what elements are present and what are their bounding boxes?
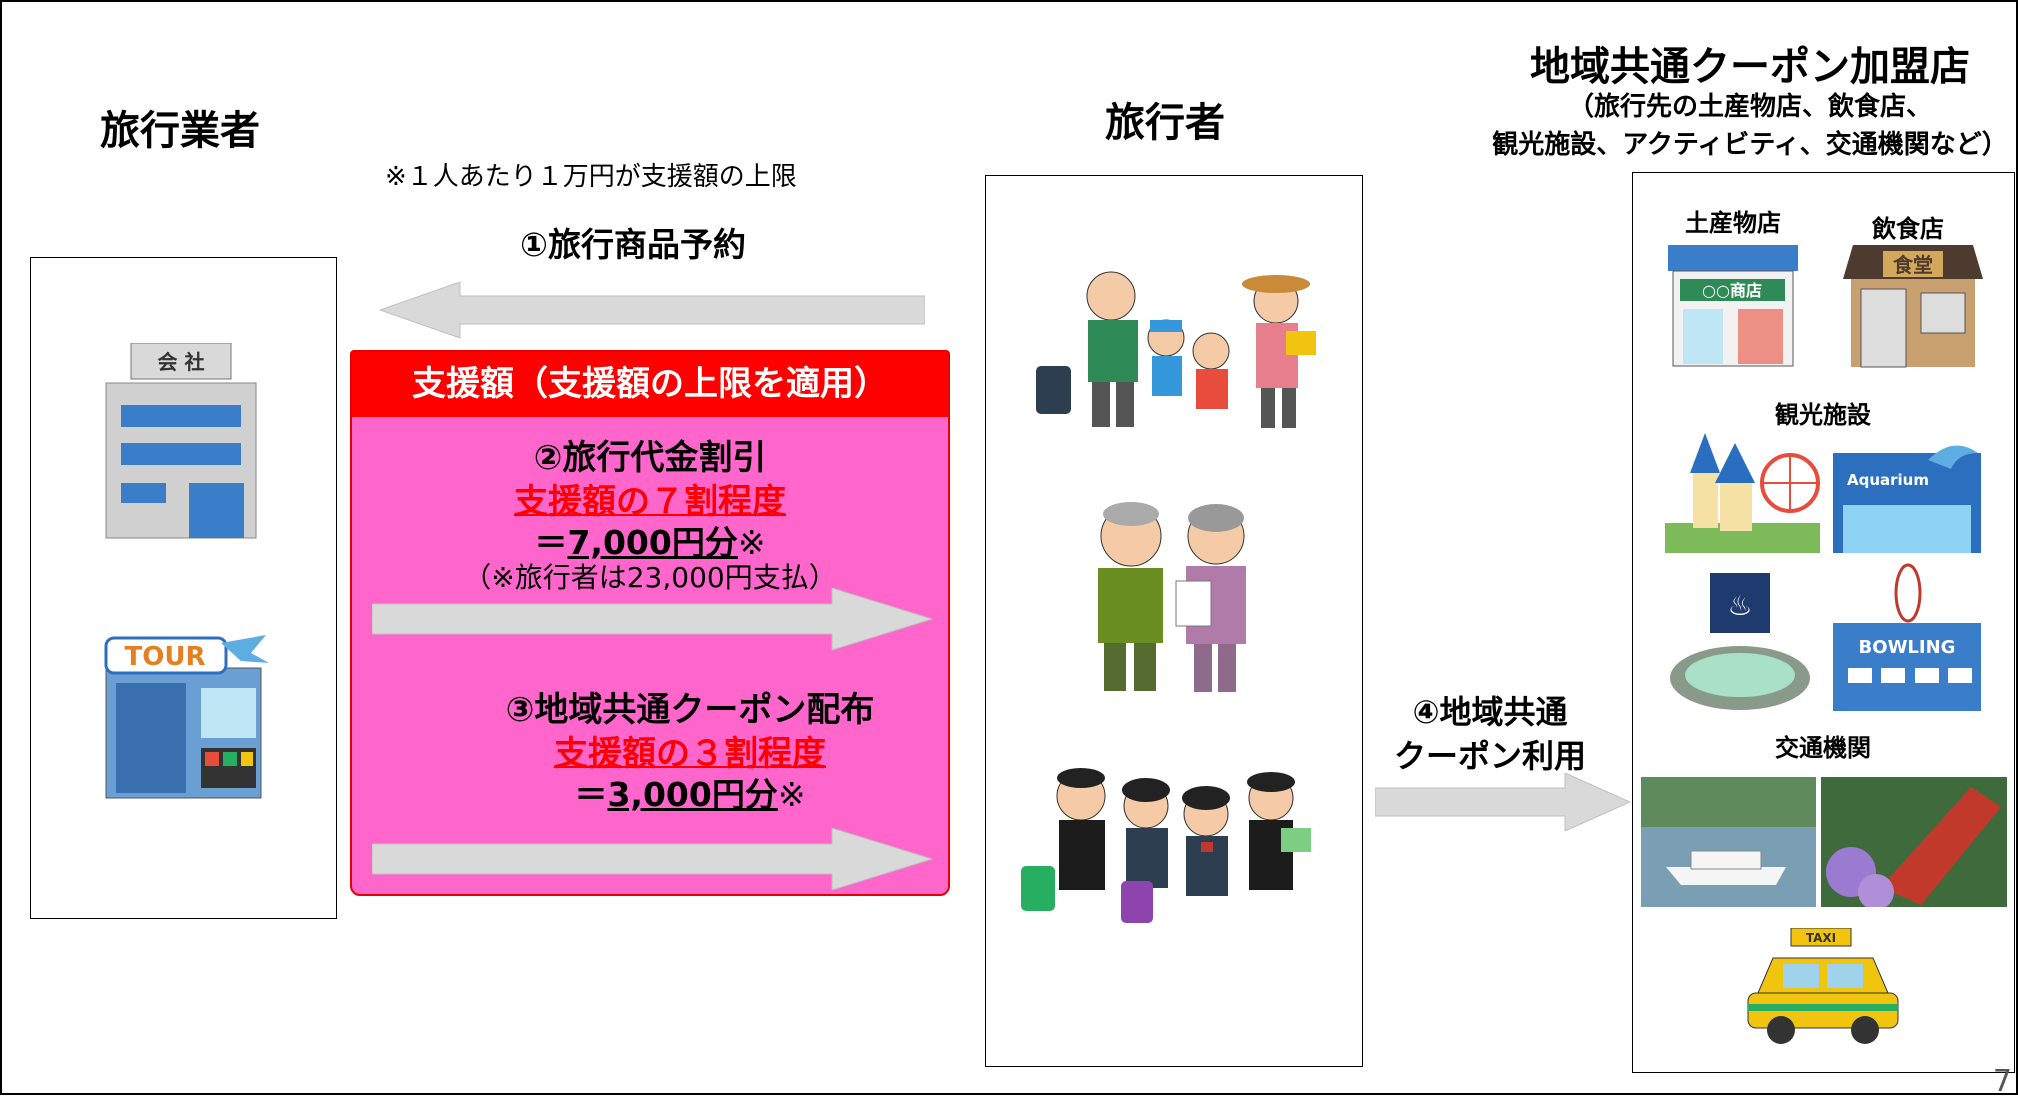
svg-text:BOWLING: BOWLING [1859, 637, 1956, 658]
step3-ratio: 支援額の３割程度 [554, 734, 826, 774]
coupon-arrow [372, 828, 932, 890]
step2-mark: ※ [737, 523, 766, 562]
restaurant-label: 飲食店 [1872, 215, 1944, 243]
shops-box: 土産物店 飲食店 ○○商店 食堂 観光施設 Aquarium [1632, 172, 2015, 1073]
elderly-travelers-icon [1098, 502, 1246, 692]
coupon-use-arrow [1375, 773, 1630, 831]
reservation-arrow [380, 282, 925, 338]
traveler-title: 旅行者 [1105, 100, 1225, 146]
step2-amount-line: ＝7,000円分※ [352, 516, 948, 564]
train-photo [1821, 777, 2007, 907]
hot-spring-icon: ♨ [1670, 573, 1810, 710]
support-panel-header: 支援額（支援額の上限を適用） [352, 352, 948, 417]
tour-office-icon: TOUR [104, 635, 269, 799]
step2-ratio-line: 支援額の７割程度 [352, 474, 948, 523]
svg-text:♨: ♨ [1727, 589, 1752, 622]
step3-ratio-line: 支援額の３割程度 [392, 726, 988, 775]
page-number: 7 [1992, 1064, 2012, 1099]
souvenir-label: 土産物店 [1685, 209, 1781, 237]
bowling-icon: BOWLING [1833, 563, 1981, 711]
step4-label: ④地域共通 クーポン利用 [1380, 690, 1600, 778]
svg-text:食堂: 食堂 [1893, 253, 1933, 277]
agency-title: 旅行業者 [100, 108, 260, 154]
svg-text:○○商店: ○○商店 [1702, 281, 1762, 300]
limit-note: ※１人あたり１万円が支援額の上限 [385, 162, 797, 192]
student-travelers-icon [1021, 768, 1311, 923]
step2-amount: 7,000円分 [567, 523, 738, 562]
step3-eq: ＝ [574, 775, 608, 814]
step2-ratio: 支援額の７割程度 [514, 482, 786, 522]
svg-text:TOUR: TOUR [125, 642, 206, 672]
step3-mark: ※ [777, 775, 806, 814]
svg-text:会 社: 会 社 [158, 350, 205, 374]
transport-label: 交通機関 [1775, 734, 1871, 762]
traveler-box [985, 175, 1363, 1067]
agency-box: 会 社 TOUR [30, 257, 337, 919]
restaurant-icon: 食堂 [1843, 245, 1983, 368]
ferry-photo [1641, 777, 1816, 907]
souvenir-shop-icon: ○○商店 [1668, 245, 1798, 367]
step3-amount-line: ＝3,000円分※ [392, 768, 988, 816]
family-travelers-icon [1036, 271, 1316, 428]
taxi-icon: TAXI [1747, 928, 1899, 1044]
svg-text:Aquarium: Aquarium [1847, 471, 1929, 489]
amusement-park-icon [1665, 433, 1820, 553]
step2-label: ②旅行代金割引 [533, 438, 767, 478]
svg-text:TAXI: TAXI [1806, 931, 1836, 945]
step1-label: ①旅行商品予約 [520, 225, 746, 264]
shops-subtitle-1: （旅行先の土産物店、飲食店、 [1567, 92, 1932, 122]
step2-note: （※旅行者は23,000円支払） [463, 561, 837, 594]
step3-label: ③地域共通クーポン配布 [505, 690, 875, 730]
aquarium-icon: Aquarium [1833, 445, 1981, 553]
company-building-icon: 会 社 [105, 343, 257, 539]
support-panel: 支援額（支援額の上限を適用） ②旅行代金割引 支援額の７割程度 ＝7,000円分… [350, 350, 950, 896]
shops-subtitle-2: 観光施設、アクティビティ、交通機関など） [1492, 130, 2008, 160]
step2-eq: ＝ [534, 523, 568, 562]
discount-arrow [372, 588, 932, 650]
shops-title: 地域共通クーポン加盟店 [1530, 44, 1970, 90]
step4-line2: クーポン利用 [1393, 737, 1586, 775]
sightseeing-label: 観光施設 [1775, 401, 1871, 429]
step3-amount: 3,000円分 [607, 775, 778, 814]
step4-line1: ④地域共通 [1412, 693, 1568, 731]
